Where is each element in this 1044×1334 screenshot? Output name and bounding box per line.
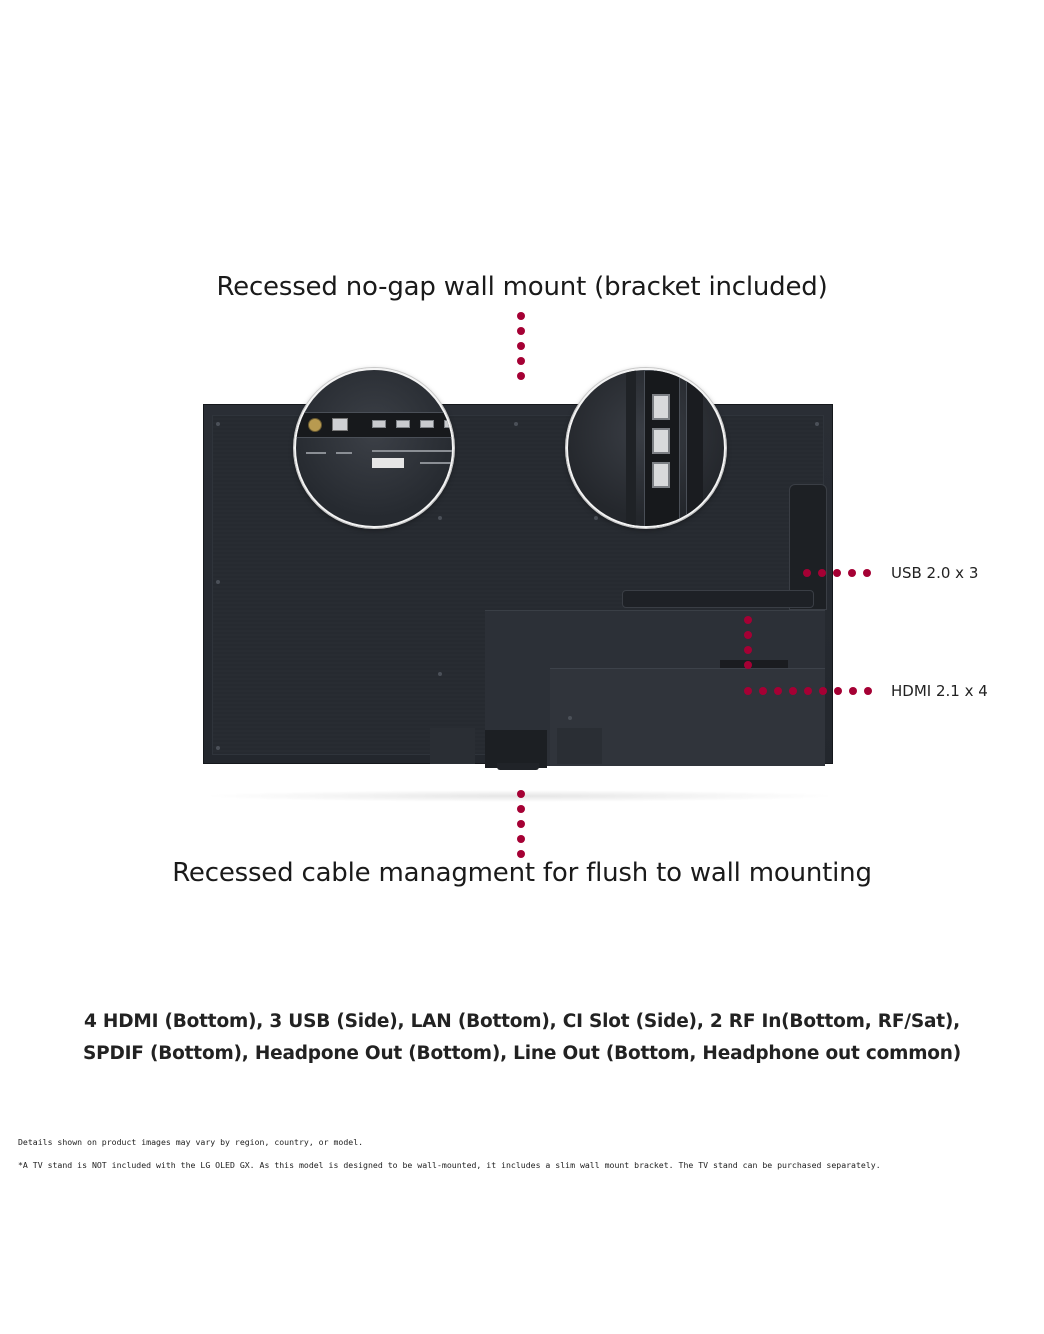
connector-dot: [834, 687, 842, 695]
cable-cover-plate: [485, 730, 547, 768]
hdmi-port-icon: [420, 420, 434, 428]
connector-dot: [744, 687, 752, 695]
screw: [438, 516, 442, 520]
port-label-text-line: [336, 452, 352, 454]
port-label-text-line: [420, 462, 452, 464]
connector-dot: [744, 631, 752, 639]
dotted-connector-top: [517, 312, 525, 380]
connector-dot: [744, 661, 752, 669]
screw: [438, 672, 442, 676]
connector-dot: [517, 327, 525, 335]
port-label-text-line: [372, 450, 452, 452]
connector-dot: [517, 835, 525, 843]
tv-rear-block-left: [430, 728, 475, 764]
connector-dot: [744, 616, 752, 624]
hdmi-port-icon: [444, 420, 452, 428]
dotted-connector-bottom: [517, 790, 525, 858]
callout-usb: USB 2.0 x 3: [891, 564, 979, 582]
zoom-side-ports: [566, 368, 726, 528]
screw: [568, 716, 572, 720]
dotted-connector-usb: [803, 569, 883, 577]
port-label-text-line: [306, 452, 326, 454]
connector-dot: [848, 569, 856, 577]
hdmi-logo-icon: [372, 458, 404, 468]
connector-dot: [759, 687, 767, 695]
connector-dot: [517, 342, 525, 350]
screw: [216, 422, 220, 426]
screw: [514, 422, 518, 426]
connector-dot: [804, 687, 812, 695]
disclaimer-region: Details shown on product images may vary…: [18, 1137, 364, 1147]
connectivity-summary-line-1: 4 HDMI (Bottom), 3 USB (Side), LAN (Bott…: [84, 1011, 960, 1032]
connector-dot: [833, 569, 841, 577]
disclaimer-stand: *A TV stand is NOT included with the LG …: [18, 1160, 881, 1170]
usb-port-icon: [652, 462, 670, 488]
connector-dot: [803, 569, 811, 577]
connector-dot: [517, 850, 525, 858]
lan-port-icon: [332, 418, 348, 431]
hdmi-port-icon: [372, 420, 386, 428]
housing-slot: [720, 660, 788, 668]
connector-dot: [849, 687, 857, 695]
callout-hdmi: HDMI 2.1 x 4: [891, 682, 988, 700]
connector-dot: [864, 687, 872, 695]
connector-dot: [863, 569, 871, 577]
connector-dot: [789, 687, 797, 695]
connector-dot: [517, 790, 525, 798]
connector-dot: [774, 687, 782, 695]
connectivity-summary-line-2: SPDIF (Bottom), Headpone Out (Bottom), L…: [82, 1043, 962, 1064]
side-panel-edge: [686, 370, 703, 526]
usb-port-icon: [652, 394, 670, 420]
zoom-bottom-ports: [294, 368, 454, 528]
heading-wall-mount: Recessed no-gap wall mount (bracket incl…: [216, 272, 828, 302]
heading-cable-management: Recessed cable managment for flush to wa…: [172, 858, 872, 888]
screw: [594, 516, 598, 520]
tv-rear-block-right: [557, 728, 602, 764]
connector-dot: [517, 372, 525, 380]
hdmi-port-icon: [396, 420, 410, 428]
side-port-bracket: [789, 484, 827, 610]
screw: [216, 746, 220, 750]
connector-dot: [819, 687, 827, 695]
tv-bottom-lip: [497, 763, 539, 770]
connector-dot: [744, 646, 752, 654]
rf-connector-icon: [308, 418, 322, 432]
dotted-connector-hdmi: [744, 616, 884, 696]
connector-dot: [517, 820, 525, 828]
connector-dot: [517, 805, 525, 813]
usb-port-icon: [652, 428, 670, 454]
side-panel-edge: [626, 370, 636, 526]
connector-dot: [818, 569, 826, 577]
bottom-port-rail: [622, 590, 814, 608]
screw: [815, 422, 819, 426]
connector-dot: [517, 357, 525, 365]
screw: [216, 580, 220, 584]
connector-dot: [517, 312, 525, 320]
